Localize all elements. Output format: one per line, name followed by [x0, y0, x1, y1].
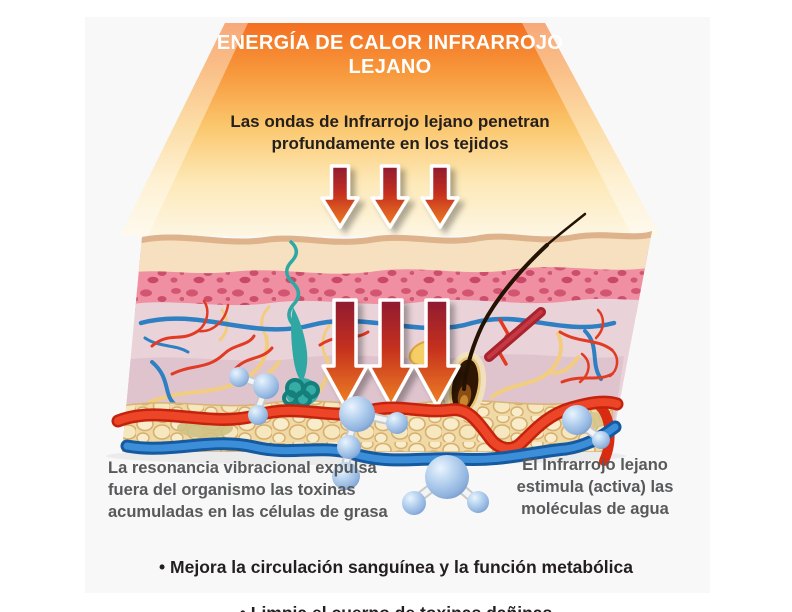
sweat-duct: [285, 240, 308, 381]
benefit-bullet-1: • Mejora la circulación sanguínea y la f…: [159, 557, 633, 577]
caption-right: El Infrarrojo lejano estimula (activa) l…: [516, 456, 674, 518]
skin-surface-band: [138, 231, 652, 245]
page-title: ENERGÍA DE CALOR INFRARROJO LEJANO: [216, 32, 564, 78]
infrared-arrows-above-icon: [320, 164, 460, 229]
infrared-arrows-inside-icon: [321, 298, 461, 408]
blood-vessels: [111, 395, 624, 467]
water-molecule-icon: [402, 455, 489, 515]
water-molecules: [229, 367, 610, 490]
blue-capillaries: [138, 316, 617, 408]
infrared-light-beam: [120, 23, 660, 236]
caption-left: La resonancia vibracional expulsa fuera …: [108, 459, 388, 521]
benefit-bullet-2: • Limpia el cuerpo de toxinas dañinas: [100, 602, 692, 612]
arrector-muscle: [484, 307, 546, 362]
benefit-bullets: • Mejora la circulación sanguínea y la f…: [100, 533, 692, 612]
subtitle: Las ondas de Infrarrojo lejano penetran …: [230, 112, 550, 153]
hair-root: [462, 243, 549, 391]
skin-cross-section: [111, 212, 652, 490]
hair-shaft: [545, 212, 587, 247]
